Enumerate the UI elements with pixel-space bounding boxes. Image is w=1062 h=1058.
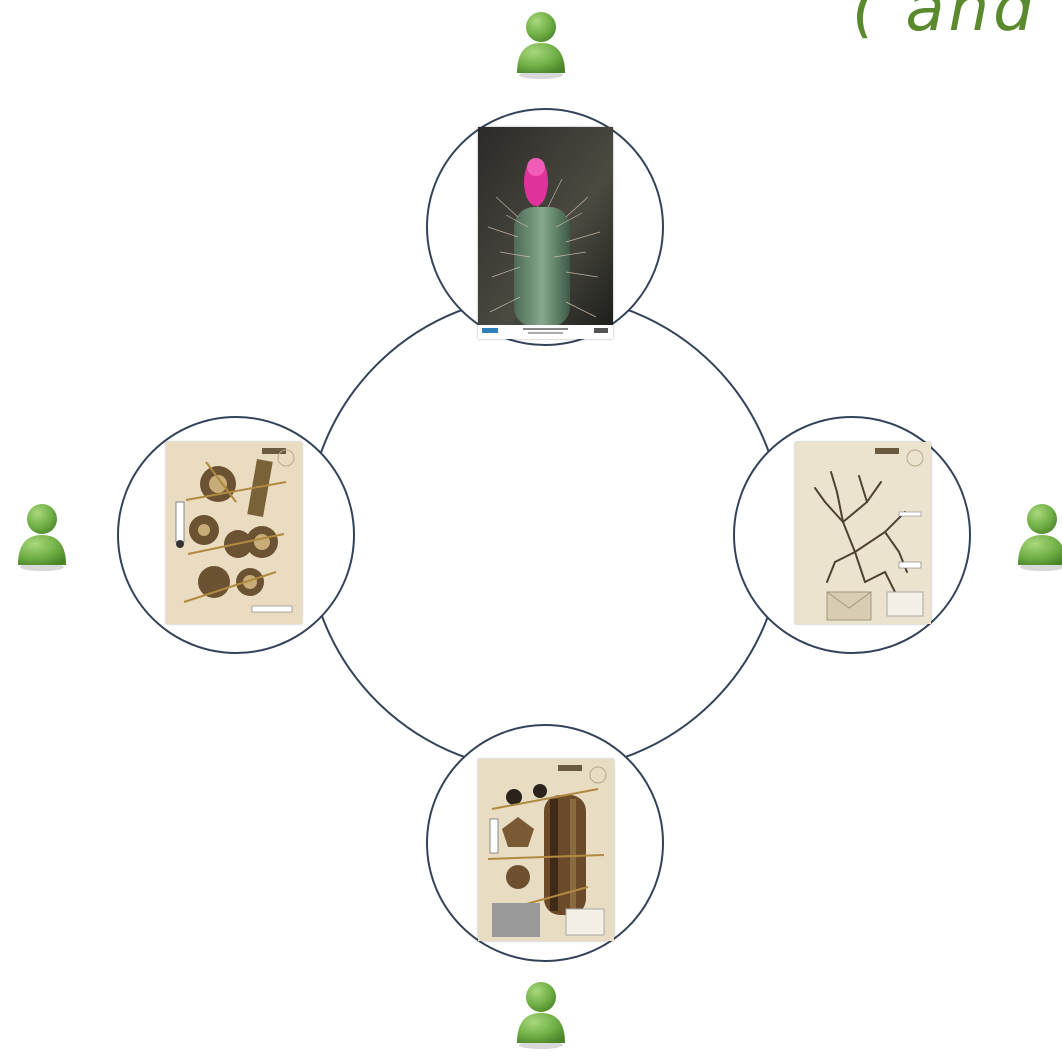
- herbarium-cactus-specimen-icon: [166, 442, 302, 624]
- cactus-flower-photo-icon: [478, 127, 613, 339]
- herbarium-columnar-cactus-specimen-icon: [478, 759, 614, 941]
- central-ring: [307, 295, 783, 771]
- person-icon: [14, 497, 70, 573]
- herbarium-plant-specimen-icon: [795, 442, 931, 624]
- person-icon: [513, 5, 569, 81]
- person-icon: [513, 975, 569, 1051]
- person-icon: [1014, 497, 1062, 573]
